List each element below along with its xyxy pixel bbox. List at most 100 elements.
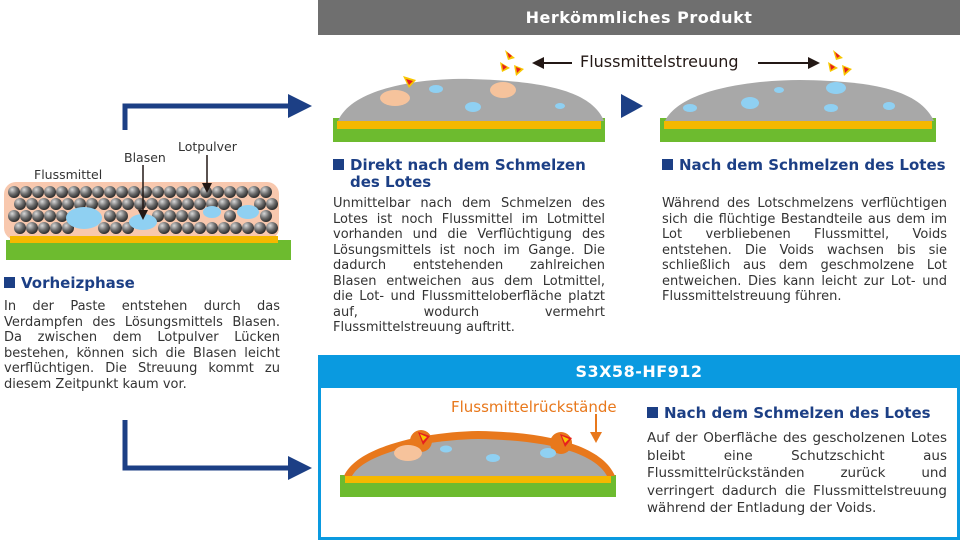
solder-ball: [212, 186, 224, 198]
bullet-square: [662, 159, 673, 170]
solder-ball: [188, 210, 200, 222]
solder-ball: [56, 186, 68, 198]
solder-ball: [224, 186, 236, 198]
label-powder: Lotpulver: [178, 139, 237, 154]
solder-ball: [254, 222, 266, 234]
label-flux: Flussmittel: [34, 167, 103, 182]
arrow-right-icon: [288, 456, 312, 480]
solder-ball: [164, 186, 176, 198]
preheat-illustration: [4, 155, 291, 260]
solder-ball: [194, 198, 206, 210]
preheat-heading: Vorheizphase: [4, 275, 284, 292]
solder-ball: [254, 198, 266, 210]
solder-ball: [182, 222, 194, 234]
spark-icon: [500, 50, 524, 76]
solder-ball: [134, 198, 146, 210]
solder-ball: [98, 222, 110, 234]
solder-ball: [170, 222, 182, 234]
solder-ball: [44, 186, 56, 198]
solder-ball: [8, 186, 20, 198]
solder-ball: [20, 210, 32, 222]
header-conventional: Herkömmliches Produkt: [318, 0, 960, 35]
solder-ball: [158, 198, 170, 210]
solder-ball: [146, 198, 158, 210]
solder-ball: [104, 210, 116, 222]
product-text: Auf der Oberfläche des gescholzenen Lote…: [647, 430, 947, 516]
solder-ball: [8, 210, 20, 222]
solder-ball: [194, 222, 206, 234]
solder-ball: [260, 210, 272, 222]
solder-ball: [224, 210, 236, 222]
solder-ball: [158, 222, 170, 234]
solder-ball: [218, 222, 230, 234]
solder-ball: [86, 198, 98, 210]
solder-ball: [56, 210, 68, 222]
solder-ball: [14, 198, 26, 210]
solder-ball: [122, 198, 134, 210]
direct-heading: Direkt nach dem Schmelzen des Lotes: [333, 157, 623, 191]
direct-heading-line1: Direkt nach dem Schmelzen: [350, 156, 586, 174]
solder-ball: [230, 198, 242, 210]
bullet-square: [4, 277, 15, 288]
direct-melt-illustration: [333, 50, 605, 142]
product-illustration: [340, 414, 616, 497]
product-heading: Nach dem Schmelzen des Lotes: [647, 405, 947, 422]
arrow-right-icon: [288, 94, 312, 118]
solder-ball: [110, 222, 122, 234]
preheat-heading-text: Vorheizphase: [21, 274, 135, 292]
solder-ball: [74, 198, 86, 210]
preheat-text: In der Paste entstehen durch das Verdamp…: [4, 299, 280, 392]
after-text: Während des Lotschmelzens verflüchtigen …: [662, 196, 947, 304]
solder-ball: [26, 222, 38, 234]
solder-ball: [140, 186, 152, 198]
solder-ball: [170, 198, 182, 210]
label-bubbles: Blasen: [124, 150, 166, 165]
solder-ball: [80, 186, 92, 198]
solder-ball: [14, 222, 26, 234]
spark-icon: [403, 76, 416, 88]
solder-ball: [128, 186, 140, 198]
solder-ball: [242, 222, 254, 234]
solder-ball: [32, 186, 44, 198]
solder-ball: [32, 210, 44, 222]
bullet-square: [647, 407, 658, 418]
solder-ball: [62, 198, 74, 210]
spark-icon: [828, 50, 852, 76]
flux-scatter-label: Flussmittelstreuung: [580, 52, 739, 71]
solder-ball: [206, 222, 218, 234]
arrow-right-icon: [122, 103, 290, 471]
solder-ball: [116, 186, 128, 198]
after-melt-illustration: [660, 50, 936, 142]
residue-label: Flussmittelrückstände: [451, 398, 617, 416]
solder-ball: [20, 186, 32, 198]
solder-ball: [110, 198, 122, 210]
solder-ball: [266, 198, 278, 210]
double-arrow-icon: [532, 57, 820, 69]
solder-ball: [68, 186, 80, 198]
solder-ball: [164, 210, 176, 222]
direct-text: Unmittelbar nach dem Schmelzen des Lotes…: [333, 196, 605, 335]
solder-ball: [116, 210, 128, 222]
header-product: S3X58-HF912: [318, 355, 960, 388]
solder-ball: [182, 198, 194, 210]
solder-ball: [248, 186, 260, 198]
solder-ball: [152, 186, 164, 198]
bullet-square: [333, 159, 344, 170]
solder-ball: [266, 222, 278, 234]
solder-ball: [236, 186, 248, 198]
solder-ball: [176, 210, 188, 222]
solder-ball: [98, 198, 110, 210]
solder-ball: [38, 198, 50, 210]
solder-ball: [218, 198, 230, 210]
solder-ball: [50, 198, 62, 210]
triangle-right-icon: [621, 94, 643, 118]
solder-ball: [230, 222, 242, 234]
solder-ball: [188, 186, 200, 198]
solder-ball: [92, 186, 104, 198]
solder-ball: [176, 186, 188, 198]
direct-heading-line2: des Lotes: [350, 173, 432, 191]
product-heading-text: Nach dem Schmelzen des Lotes: [664, 404, 931, 422]
solder-ball: [26, 198, 38, 210]
after-heading: Nach dem Schmelzen des Lotes: [662, 157, 957, 174]
